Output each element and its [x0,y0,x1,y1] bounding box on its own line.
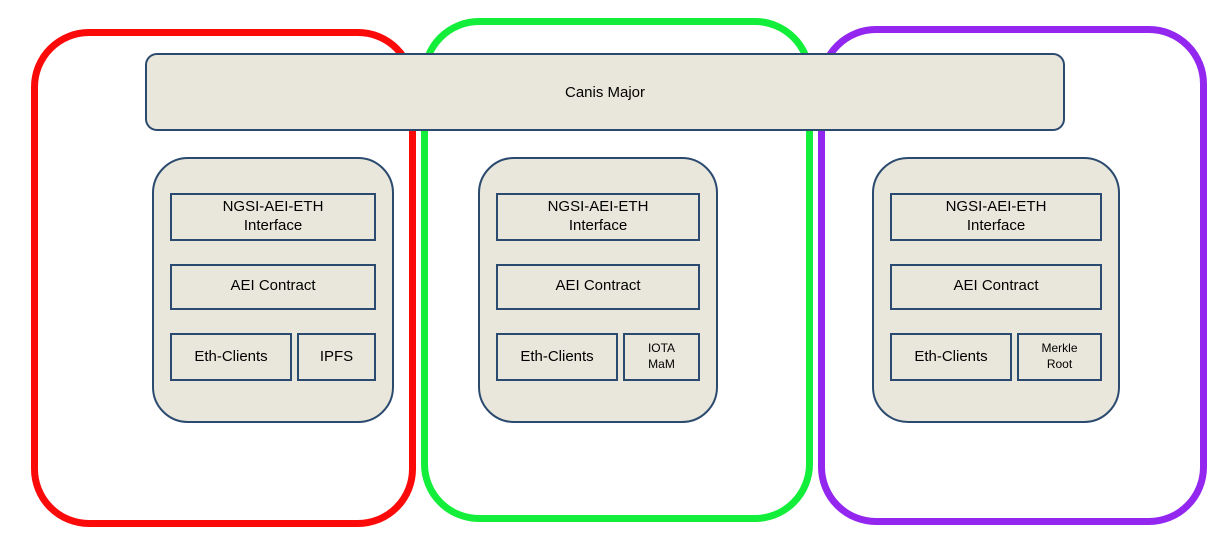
ipfs-box: IPFS [297,333,376,381]
stack-panel-purple: NGSI-AEI-ETH Interface AEI Contract Eth-… [872,157,1120,423]
eth-clients-box: Eth-Clients [890,333,1012,381]
canis-major-label: Canis Major [564,83,646,101]
column-frame-red [31,29,416,527]
aei-contract-box: AEI Contract [170,263,376,310]
ngsi-aei-eth-interface-box: NGSI-AEI-ETH Interface [170,193,376,241]
stack-panel-red: NGSI-AEI-ETH Interface AEI Contract Eth-… [152,157,394,423]
aei-contract-box: AEI Contract [890,263,1102,310]
client-row: Eth-Clients IOTA MaM [496,333,700,381]
iota-mam-box: IOTA MaM [623,333,700,381]
client-row: Eth-Clients IPFS [170,333,376,381]
eth-clients-box: Eth-Clients [170,333,292,381]
stack-panel-green: NGSI-AEI-ETH Interface AEI Contract Eth-… [478,157,718,423]
eth-clients-box: Eth-Clients [496,333,618,381]
canis-major-bar: Canis Major [145,53,1065,131]
ngsi-aei-eth-interface-box: NGSI-AEI-ETH Interface [496,193,700,241]
aei-contract-box: AEI Contract [496,263,700,310]
client-row: Eth-Clients Merkle Root [890,333,1102,381]
column-frame-green [421,18,813,522]
merkle-root-box: Merkle Root [1017,333,1102,381]
ngsi-aei-eth-interface-box: NGSI-AEI-ETH Interface [890,193,1102,241]
column-frame-purple [818,26,1207,525]
